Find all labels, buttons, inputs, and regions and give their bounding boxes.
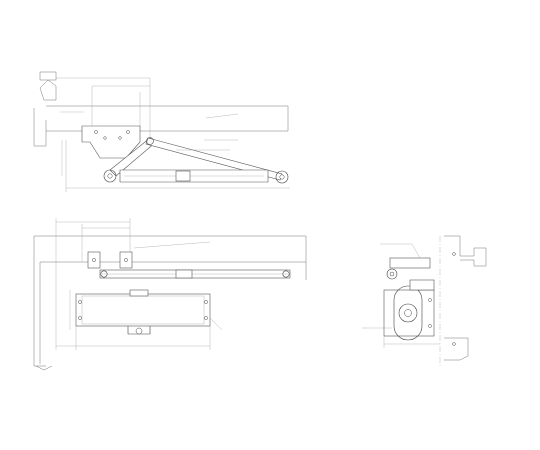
spindle-hole [135,327,143,335]
leader-top-tail [411,243,421,259]
screw-hole [124,258,128,262]
rail-pivot [100,270,108,278]
screw-hole [92,258,96,262]
mounting-plate [81,125,141,159]
screw-hole [94,130,98,134]
leader-bracket [133,241,211,249]
rail-adjuster [175,269,193,279]
elbow-joint [146,137,154,145]
screw-hole [452,252,456,256]
side-spindle [398,303,418,323]
front-view [33,218,307,371]
wall-outline [33,236,46,367]
screw-hole [452,342,456,346]
screw-hole [428,324,432,328]
hinge-stub [39,79,57,101]
arm-adjuster [175,170,191,182]
side-top-cap [409,279,435,291]
screw-hole [118,136,122,140]
rail-pivot [282,270,290,278]
pivot-pin [107,173,113,179]
screw-hole [78,300,82,304]
frame-section-bottom [444,337,469,361]
screw-hole [78,316,82,320]
pivot-right [275,170,289,184]
side-bracket [389,257,431,269]
leader-body [209,317,223,331]
wall-section [33,108,47,147]
screw-hole [204,316,208,320]
side-pivot [386,268,398,280]
wall-break [35,365,53,371]
screw-hole [126,130,130,134]
frame-section [444,235,487,267]
side-view [362,235,487,366]
leader-bracket [205,113,239,119]
side-spindle-core [404,309,412,317]
screw-hole [428,298,432,302]
closer-body [75,293,211,327]
spindle-cap [129,289,149,297]
side-body-bore [393,285,423,341]
screw-hole [204,300,208,304]
pivot-left [103,169,117,183]
pivot-pin [279,174,285,180]
side-pivot-pin [389,271,395,277]
corner-tag [39,71,57,81]
top-view [33,71,290,192]
screw-hole [103,136,107,140]
